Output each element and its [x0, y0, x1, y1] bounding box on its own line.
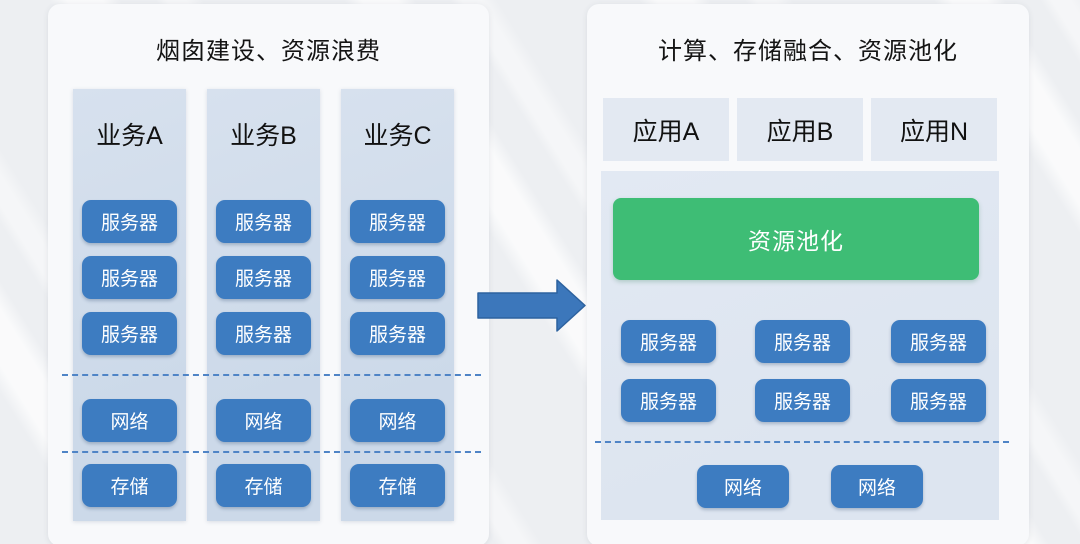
- app-box: 应用B: [737, 98, 863, 161]
- server-box: 服务器: [755, 379, 850, 422]
- network-box: 网络: [82, 399, 177, 442]
- server-box: 服务器: [350, 312, 445, 355]
- resource-pooling-box: 资源池化: [613, 198, 979, 280]
- right-panel-title: 计算、存储融合、资源池化: [658, 38, 958, 65]
- server-box: 服务器: [350, 256, 445, 299]
- app-box: 应用N: [871, 98, 997, 161]
- left-panel: 烟囱建设、资源浪费 业务A 服务器 服务器 服务器 网络 存储 业务B 服务器 …: [48, 4, 489, 544]
- server-box: 服务器: [216, 200, 311, 243]
- business-column-a: 业务A 服务器 服务器 服务器 网络 存储: [73, 89, 186, 521]
- server-box: 服务器: [621, 379, 716, 422]
- storage-box: 存储: [216, 464, 311, 507]
- network-box: 网络: [350, 399, 445, 442]
- server-box: 服务器: [82, 256, 177, 299]
- column-header: 业务C: [363, 122, 432, 150]
- right-arrow-icon: [477, 279, 586, 332]
- server-box: 服务器: [216, 312, 311, 355]
- divider-dashed-line: [62, 451, 481, 453]
- business-column-c: 业务C 服务器 服务器 服务器 网络 存储: [341, 89, 454, 521]
- server-box: 服务器: [350, 200, 445, 243]
- server-box: 服务器: [755, 320, 850, 363]
- business-column-b: 业务B 服务器 服务器 服务器 网络 存储: [207, 89, 320, 521]
- network-box: 网络: [831, 465, 923, 508]
- column-header: 业务A: [96, 122, 163, 150]
- server-box: 服务器: [82, 312, 177, 355]
- app-box: 应用A: [603, 98, 729, 161]
- storage-box: 存储: [350, 464, 445, 507]
- storage-box: 存储: [82, 464, 177, 507]
- server-box: 服务器: [216, 256, 311, 299]
- resource-pool-container: 资源池化 服务器 服务器 服务器 服务器 服务器 服务器 网络 网络: [601, 171, 999, 520]
- network-box: 网络: [697, 465, 789, 508]
- left-panel-title: 烟囱建设、资源浪费: [156, 38, 381, 65]
- right-panel: 计算、存储融合、资源池化 应用A 应用B 应用N 资源池化 服务器 服务器 服务…: [587, 4, 1029, 544]
- network-box: 网络: [216, 399, 311, 442]
- divider-dashed-line: [62, 374, 481, 376]
- server-box: 服务器: [82, 200, 177, 243]
- column-header: 业务B: [230, 122, 297, 150]
- server-box: 服务器: [621, 320, 716, 363]
- divider-dashed-line: [595, 441, 1009, 443]
- server-box: 服务器: [891, 320, 986, 363]
- server-box: 服务器: [891, 379, 986, 422]
